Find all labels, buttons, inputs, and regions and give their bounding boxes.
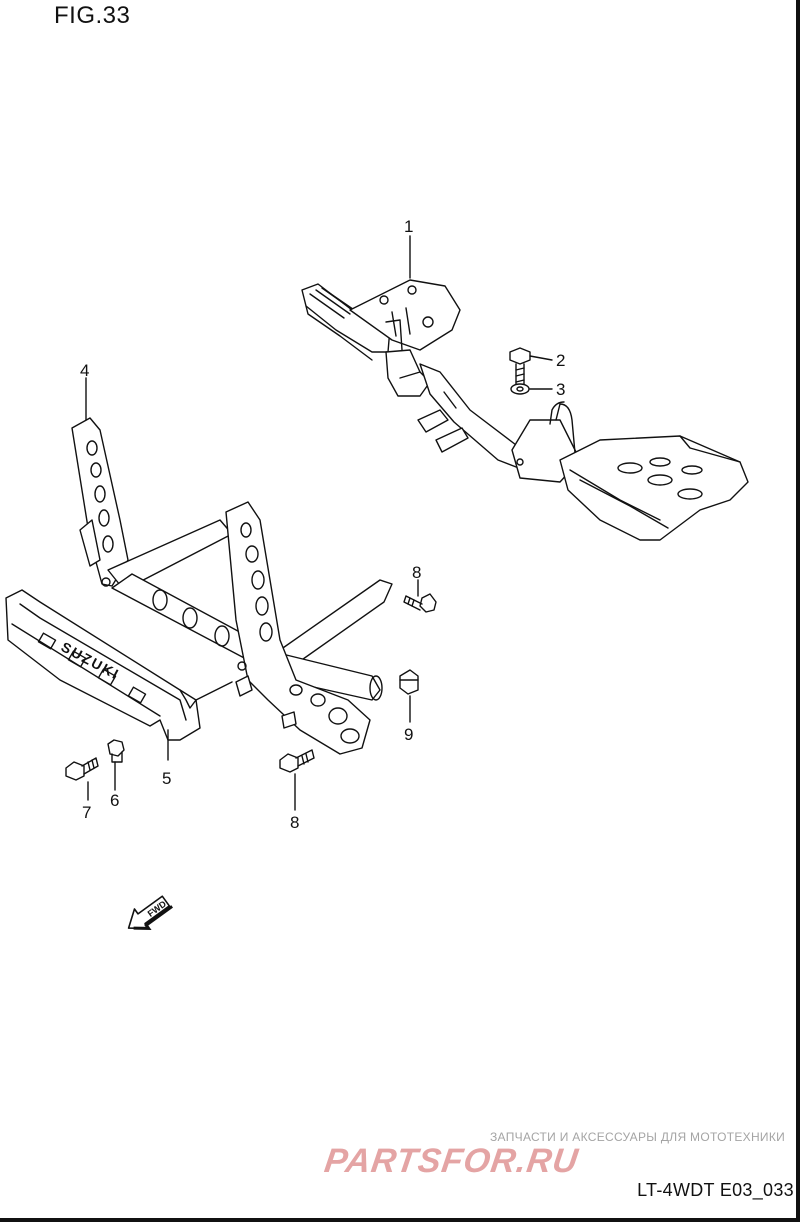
bolt-icon (403, 593, 437, 613)
callout-7: 7 (82, 803, 91, 822)
callout-2: 2 (556, 351, 565, 370)
reference-code: LT-4WDT E03_033 (637, 1180, 794, 1200)
frame-bracket-assembly (71, 417, 393, 755)
nut-icon (107, 739, 125, 763)
step-board: SUZUKI (5, 589, 201, 741)
callout-8-upper: 8 (412, 563, 421, 582)
callout-6: 6 (110, 791, 119, 810)
callout-3: 3 (556, 380, 565, 399)
svg-text:PARTSFOR.RU: PARTSFOR.RU (322, 1142, 581, 1180)
footrest-bracket-assembly (301, 279, 749, 541)
callout-5: 5 (162, 769, 171, 788)
watermark-caption: ЗАПЧАСТИ И АКСЕССУАРЫ ДЛЯ МОТОТЕХНИКИ (490, 1130, 786, 1144)
figure-title: FIG.33 (54, 2, 131, 29)
leader-lines (85, 235, 553, 811)
bolt-icon (65, 757, 99, 781)
callout-8-lower: 8 (290, 813, 299, 832)
callout-1: 1 (404, 217, 413, 236)
washer-icon (510, 383, 530, 395)
callout-4: 4 (80, 361, 89, 380)
bolt-icon (279, 749, 315, 773)
watermark-logo: PARTSFOR.RU (322, 1142, 581, 1180)
callout-labels: 1 2 3 4 5 6 7 8 8 9 (80, 217, 565, 832)
callout-9: 9 (404, 725, 413, 744)
forward-direction-arrow-icon: FWD (127, 895, 174, 930)
cap-nut-icon (399, 669, 419, 695)
frame-border-right (796, 0, 800, 1222)
frame-border-bottom (0, 1218, 800, 1222)
bolt-icon (509, 347, 531, 387)
